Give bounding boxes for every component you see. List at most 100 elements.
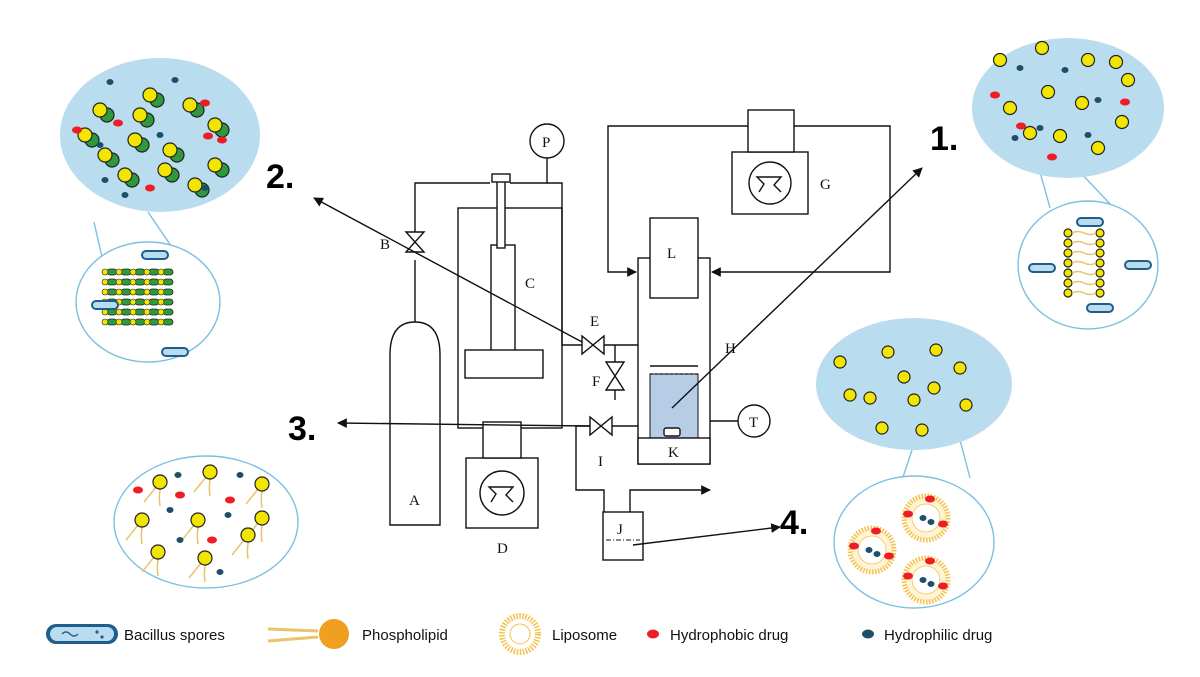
arrow-step-3: [337, 418, 591, 429]
apparatus-labels: A B C D E F G H I J K L P T: [380, 135, 831, 557]
hydrophobic-drug: [200, 99, 210, 107]
phospholipid-head: [1063, 258, 1073, 268]
step-1-label: 1.: [930, 120, 958, 158]
hydrophobic-drug: [925, 557, 935, 565]
spore-inner: [163, 349, 187, 355]
label-l: L: [667, 246, 676, 262]
membrane-head: [101, 278, 109, 286]
phospholipid-head: [915, 423, 929, 437]
membrane-unit: [148, 288, 160, 296]
phospholipid-head: [1052, 128, 1068, 144]
step-4-label: 4.: [780, 504, 808, 542]
tail: [1071, 290, 1097, 296]
tail: [1071, 270, 1097, 276]
membrane-head: [143, 298, 151, 306]
phospholipid-head: [1040, 84, 1056, 100]
membrane-head: [157, 318, 165, 326]
membrane-head: [157, 308, 165, 316]
legend-phospholipid-icon: [267, 619, 349, 649]
spore-inner: [1126, 262, 1150, 268]
hydrophilic-drug: [919, 515, 927, 521]
phospholipid-head: [1095, 258, 1105, 268]
tail: [1071, 230, 1097, 236]
phospholipid-head: [897, 370, 911, 384]
phospholipid-head: [207, 157, 223, 173]
hydrophobic-drug: [925, 495, 935, 503]
hydrophilic-drug: [865, 547, 873, 553]
phospholipid-head: [953, 361, 967, 375]
phospholipid-head: [1063, 238, 1073, 248]
hydrophobic-drug: [1016, 122, 1026, 130]
bubble-step-2: [60, 58, 260, 363]
phospholipid-head: [157, 162, 173, 178]
phospholipid-head: [202, 464, 218, 480]
legend: Bacillus spores Phospholipid Liposome Hy…: [46, 613, 992, 655]
phospholipid-head: [959, 398, 973, 412]
hydrophobic-drug: [849, 542, 859, 550]
membrane-head: [143, 268, 151, 276]
hydrophobic-drug: [133, 486, 143, 494]
hydrophilic-drug: [1011, 135, 1019, 141]
membrane-head: [129, 298, 137, 306]
hydrophilic-drug: [1016, 65, 1024, 71]
phospholipid-head: [187, 177, 203, 193]
membrane-head: [143, 308, 151, 316]
hydrophilic-drug: [106, 79, 114, 85]
hydrophilic-drug: [1036, 125, 1044, 131]
phospholipid-head: [1022, 125, 1038, 141]
hydrophilic-drug: [171, 77, 179, 83]
membrane-unit: [162, 268, 174, 276]
valve-e: [581, 334, 605, 356]
phospholipid-head: [927, 381, 941, 395]
bubble-step-1: [972, 38, 1164, 330]
hydrophilic-drug: [224, 512, 232, 518]
membrane-unit: [134, 318, 146, 326]
membrane-head: [115, 308, 123, 316]
membrane-head: [129, 288, 137, 296]
label-k: K: [668, 445, 679, 461]
membrane-head: [157, 298, 165, 306]
phospholipid-head: [1063, 268, 1073, 278]
bubble-step-4: [816, 318, 1012, 609]
phospholipid-head: [907, 393, 921, 407]
membrane-unit: [134, 308, 146, 316]
hydrophobic-drug: [871, 527, 881, 535]
label-i: I: [598, 454, 603, 470]
phospholipid-head: [833, 355, 847, 369]
arrow-step-1: [671, 167, 923, 409]
arrow-step-4: [632, 523, 781, 546]
hydrophilic-drug: [1084, 132, 1092, 138]
hydrophobic-drug: [903, 510, 913, 518]
phospholipid-head: [1108, 54, 1124, 70]
phospholipid-head: [1074, 95, 1090, 111]
feed-line: [414, 182, 490, 322]
membrane-head: [129, 278, 137, 286]
phospholipid-head: [1095, 278, 1105, 288]
phospholipid-head: [254, 510, 270, 526]
phospholipid-head: [182, 97, 198, 113]
membrane-unit: [134, 298, 146, 306]
label-f: F: [592, 374, 600, 390]
phospholipid-head: [1034, 40, 1050, 56]
label-a: A: [409, 493, 420, 509]
phospholipid-head: [150, 544, 166, 560]
phospholipid-head: [992, 52, 1008, 68]
hydrophobic-drug: [938, 582, 948, 590]
phospholipid-head: [1090, 140, 1106, 156]
legend-hydrophobic-icon: [647, 629, 659, 639]
hydrophobic-drug: [225, 496, 235, 504]
membrane-head: [157, 288, 165, 296]
hydrophobic-drug: [884, 552, 894, 560]
step-3-label: 3.: [288, 410, 316, 448]
phospholipid-head: [97, 147, 113, 163]
hydrophobic-drug: [1047, 153, 1057, 161]
hydrophilic-drug: [96, 142, 104, 148]
tail: [1071, 240, 1097, 246]
hydrophilic-drug: [919, 577, 927, 583]
label-b: B: [380, 237, 390, 253]
membrane-unit: [148, 268, 160, 276]
hydrophobic-drug: [217, 136, 227, 144]
hydrophobic-drug: [903, 572, 913, 580]
membrane-unit: [148, 278, 160, 286]
phospholipid-head: [197, 550, 213, 566]
